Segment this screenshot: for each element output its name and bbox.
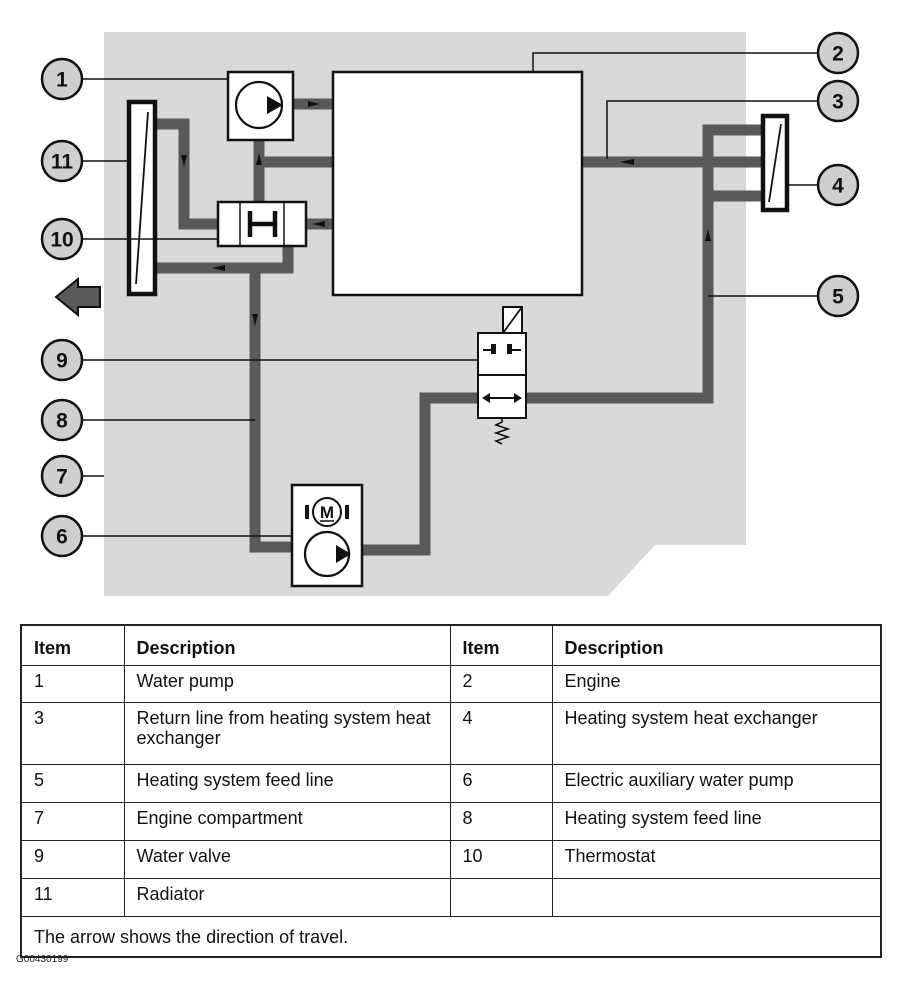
svg-text:4: 4: [832, 175, 844, 198]
direction-note: The arrow shows the direction of travel.: [20, 916, 882, 957]
item-number: [449, 878, 553, 917]
flow-arrow-icon: [212, 265, 225, 271]
pipe-radiator-top: [155, 118, 218, 230]
item-description: Thermostat: [551, 840, 882, 879]
item-description: Water valve: [123, 840, 451, 879]
table-row: 1 Water pump 2 Engine: [20, 665, 882, 703]
header-description: Description: [551, 624, 882, 666]
header-item: Item: [20, 624, 125, 666]
callout-bubble: 6: [40, 514, 84, 558]
item-description: Heating system feed line: [551, 802, 882, 841]
table-row: 11 Radiator: [20, 878, 882, 917]
valve-spring-icon: [493, 418, 511, 445]
item-number: 11: [20, 878, 125, 917]
item-description: Engine compartment: [123, 802, 451, 841]
callout-bubble: 9: [40, 338, 84, 382]
svg-text:8: 8: [56, 410, 68, 433]
figure-reference: G00430199: [16, 954, 69, 965]
auxiliary-pump: M: [290, 483, 364, 588]
item-number: 4: [449, 702, 553, 765]
callout-bubble: 4: [816, 163, 860, 207]
thermostat-valve-icon: [247, 211, 278, 237]
table-note-row: The arrow shows the direction of travel.: [20, 916, 882, 957]
callout-bubble: 10: [40, 217, 84, 261]
callout-bubble: 7: [40, 454, 84, 498]
aux-pump-arrow-icon: [336, 545, 351, 563]
pipe-feed-line-8: [249, 268, 292, 553]
flow-arrow-icon: [308, 101, 320, 107]
item-number: 1: [20, 665, 125, 703]
item-number: 10: [449, 840, 553, 879]
flow-arrows: [181, 101, 711, 326]
callout-bubble: 3: [816, 79, 860, 123]
header-item: Item: [449, 624, 553, 666]
item-description: Water pump: [123, 665, 451, 703]
heater-core: [760, 113, 790, 213]
item-number: 2: [449, 665, 553, 703]
item-number: 8: [449, 802, 553, 841]
item-description: Return line from heating system heat exc…: [123, 702, 451, 765]
svg-text:7: 7: [56, 466, 68, 489]
callout-bubble: 11: [40, 139, 84, 183]
item-description: Radiator: [123, 878, 451, 917]
water-pump: [226, 70, 295, 142]
svg-text:1: 1: [56, 69, 68, 92]
svg-text:2: 2: [832, 43, 844, 66]
flow-arrow-icon: [705, 229, 711, 241]
callout-bubble: 1: [40, 57, 84, 101]
table-row: 7 Engine compartment 8 Heating system fe…: [20, 802, 882, 841]
header-description: Description: [123, 624, 451, 666]
callout-leaders: [82, 52, 818, 537]
pump-arrow-icon: [267, 96, 283, 114]
item-description: Engine: [551, 665, 882, 703]
table-row: 3 Return line from heating system heat e…: [20, 702, 882, 765]
callout-bubble: 8: [40, 398, 84, 442]
svg-text:3: 3: [832, 91, 844, 114]
thermostat: [216, 200, 308, 248]
coolant-circuit-diagram: M 1 2 3: [40, 31, 860, 596]
item-number: 7: [20, 802, 125, 841]
svg-text:11: 11: [51, 151, 74, 174]
item-description: [551, 878, 882, 917]
svg-text:5: 5: [832, 286, 844, 309]
pipe-aux-pump-to-valve: [362, 392, 478, 556]
engine-block: [331, 70, 584, 297]
table-row: 9 Water valve 10 Thermostat: [20, 840, 882, 879]
direction-of-travel-arrow-icon: [54, 276, 101, 318]
legend-table: Item Description Item Description 1 Wate…: [20, 624, 882, 958]
water-valve: [477, 306, 527, 445]
table-row: 5 Heating system feed line 6 Electric au…: [20, 764, 882, 803]
callout-bubble: 5: [816, 274, 860, 318]
callout-bubble: 2: [816, 31, 860, 75]
item-number: 3: [20, 702, 125, 765]
item-number: 5: [20, 764, 125, 803]
item-description: Electric auxiliary water pump: [551, 764, 882, 803]
item-description: Heating system heat exchanger: [551, 702, 882, 765]
svg-text:9: 9: [56, 350, 68, 373]
flow-arrow-icon: [312, 221, 325, 227]
svg-text:6: 6: [56, 526, 68, 549]
pipe-feed-line-5: [526, 190, 763, 404]
pipe-heater-top: [702, 124, 763, 196]
flow-arrow-icon: [252, 314, 258, 326]
flow-arrow-icon: [181, 155, 187, 167]
motor-label: M: [320, 503, 334, 522]
flow-arrow-icon: [256, 153, 262, 165]
pipe-radiator-bottom: [155, 246, 294, 274]
item-number: 9: [20, 840, 125, 879]
item-description: Heating system feed line: [123, 764, 451, 803]
svg-text:10: 10: [50, 229, 73, 252]
radiator: [126, 99, 158, 297]
table-header-row: Item Description Item Description: [20, 624, 882, 666]
flow-arrow-icon: [620, 159, 634, 165]
item-number: 6: [449, 764, 553, 803]
